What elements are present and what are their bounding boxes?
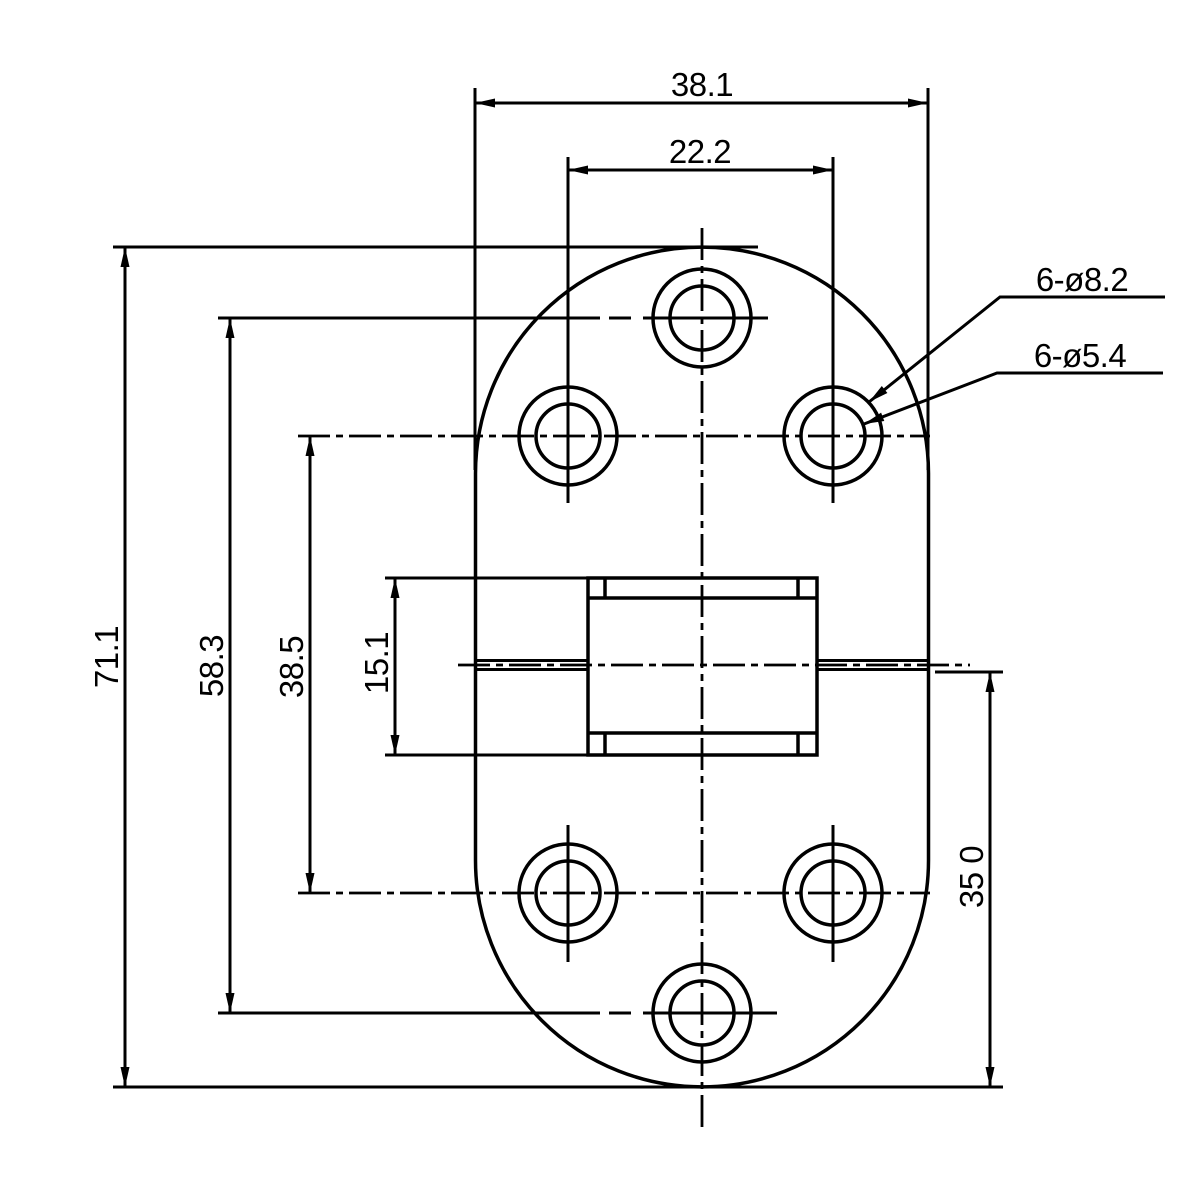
- arrowhead: [305, 436, 315, 456]
- callout-counterbore-holes: 6-ø8.2: [868, 261, 1165, 404]
- dim-end-hole-spacing: 58.3: [193, 316, 777, 1015]
- dim-pin-axis-to-end: 35 0: [935, 670, 1003, 1087]
- arrowhead: [813, 165, 833, 175]
- centerlines: [298, 157, 970, 1128]
- dim-upper-hole-spacing: 22.2: [568, 133, 833, 175]
- dim-end-hole-spacing-label: 58.3: [193, 635, 230, 697]
- arrowhead: [390, 735, 400, 755]
- dim-overall-width-label: 38.1: [671, 66, 733, 103]
- leader-line: [868, 295, 1165, 404]
- hinge-pin: [476, 659, 928, 671]
- callout-counterbore-label: 6-ø8.2: [1036, 261, 1128, 298]
- dim-pin-axis-to-end-label: 35 0: [953, 846, 990, 908]
- dim-upper-hole-spacing-label: 22.2: [669, 133, 731, 170]
- arrowhead: [225, 993, 235, 1013]
- dim-barrel-width-label: 15.1: [358, 632, 395, 694]
- dim-side-hole-spacing-label: 38.5: [273, 636, 310, 698]
- dim-overall-length: 71.1: [88, 245, 1003, 1089]
- dim-overall-width: 38.1: [473, 66, 930, 470]
- callout-through-hole-label: 6-ø5.4: [1034, 337, 1127, 374]
- callouts: 6-ø8.2 6-ø5.4: [863, 261, 1165, 426]
- dim-side-hole-spacing: 38.5: [273, 436, 315, 893]
- arrowhead: [568, 165, 588, 175]
- arrowhead: [225, 318, 235, 338]
- arrowhead: [120, 1067, 130, 1087]
- arrowhead: [908, 98, 928, 108]
- callout-through-holes: 6-ø5.4: [863, 337, 1163, 426]
- dimensions: 38.1 22.2 71.1 58.3: [88, 66, 1003, 1089]
- arrowhead: [985, 672, 995, 692]
- arrowhead: [120, 247, 130, 267]
- arrowhead: [864, 412, 885, 424]
- dim-barrel-width: 15.1: [358, 576, 588, 757]
- plate-outline: [473, 245, 931, 1089]
- arrowhead: [390, 578, 400, 598]
- plate-outline-group: [473, 245, 931, 1089]
- arrowhead: [869, 386, 888, 402]
- arrowhead: [305, 873, 315, 893]
- arrowhead: [985, 1067, 995, 1087]
- arrowhead: [475, 98, 495, 108]
- leader-line: [863, 371, 1163, 426]
- dim-overall-length-label: 71.1: [88, 626, 125, 688]
